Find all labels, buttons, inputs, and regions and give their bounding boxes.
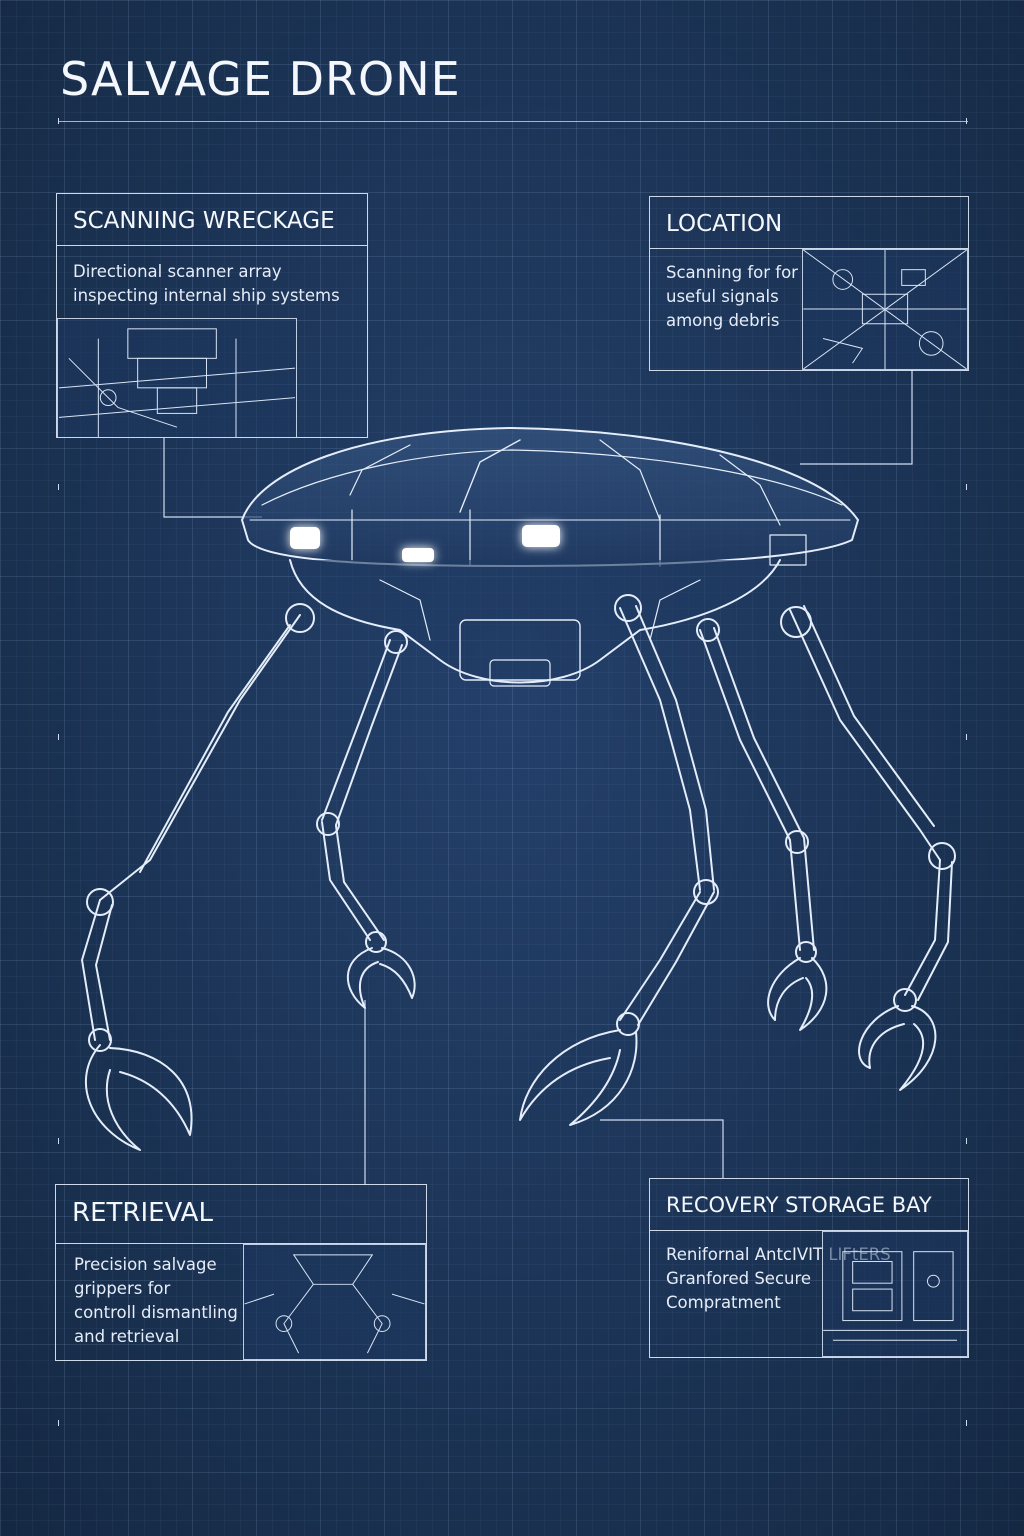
registration-mark: [58, 1138, 65, 1144]
leader-storage: [600, 1119, 724, 1178]
title-divider: [58, 121, 968, 122]
registration-mark: [966, 1138, 973, 1144]
debris-map-inset: [802, 249, 968, 370]
panel-scanning-description: Directional scanner array inspecting int…: [73, 262, 340, 305]
panel-storage-heading: RECOVERY STORAGE BAY: [650, 1179, 968, 1231]
registration-mark: [58, 1420, 65, 1426]
panel-retrieval: RETRIEVAL Precision salvage grippers for…: [55, 1184, 427, 1361]
drone-leg-front-left: [81, 603, 315, 1151]
panel-scanning-wreckage: SCANNING WRECKAGE Directional scanner ar…: [56, 193, 368, 438]
scanner-detail-inset: [57, 318, 297, 438]
panel-retrieval-description: Precision salvage grippers for controll …: [74, 1255, 238, 1346]
leader-scanning: [163, 438, 262, 518]
panel-location: LOCATION Scanning for for useful signals…: [649, 196, 969, 371]
registration-mark: [966, 734, 973, 740]
registration-mark: [966, 1420, 973, 1426]
drone-leg-mid-right: [519, 594, 719, 1126]
panel-recovery-storage-bay: RECOVERY STORAGE BAY Renifornal AntcIVIT…: [649, 1178, 969, 1358]
drone-leg-mid-left: [316, 630, 416, 1009]
panel-scanning-heading: SCANNING WRECKAGE: [57, 194, 367, 246]
panel-location-heading: LOCATION: [650, 197, 968, 249]
drone-leg-far-right: [780, 605, 956, 1091]
leader-location: [800, 370, 913, 465]
registration-mark: [58, 118, 65, 124]
drone-leg-rear-right: [696, 618, 828, 1031]
drone-dome-shell: [241, 427, 859, 567]
drone-sensor-lights: [290, 525, 560, 562]
registration-mark: [58, 484, 65, 490]
registration-mark: [966, 484, 973, 490]
registration-mark: [58, 734, 65, 740]
registration-mark: [966, 118, 973, 124]
panel-location-description: Scanning for for useful signals among de…: [666, 263, 798, 330]
drone-chassis: [289, 534, 807, 687]
panel-retrieval-heading: RETRIEVAL: [56, 1185, 426, 1244]
page-title: SALVAGE DRONE: [60, 52, 461, 106]
storage-bay-inset: [822, 1231, 968, 1357]
gripper-detail-inset: [243, 1244, 426, 1360]
